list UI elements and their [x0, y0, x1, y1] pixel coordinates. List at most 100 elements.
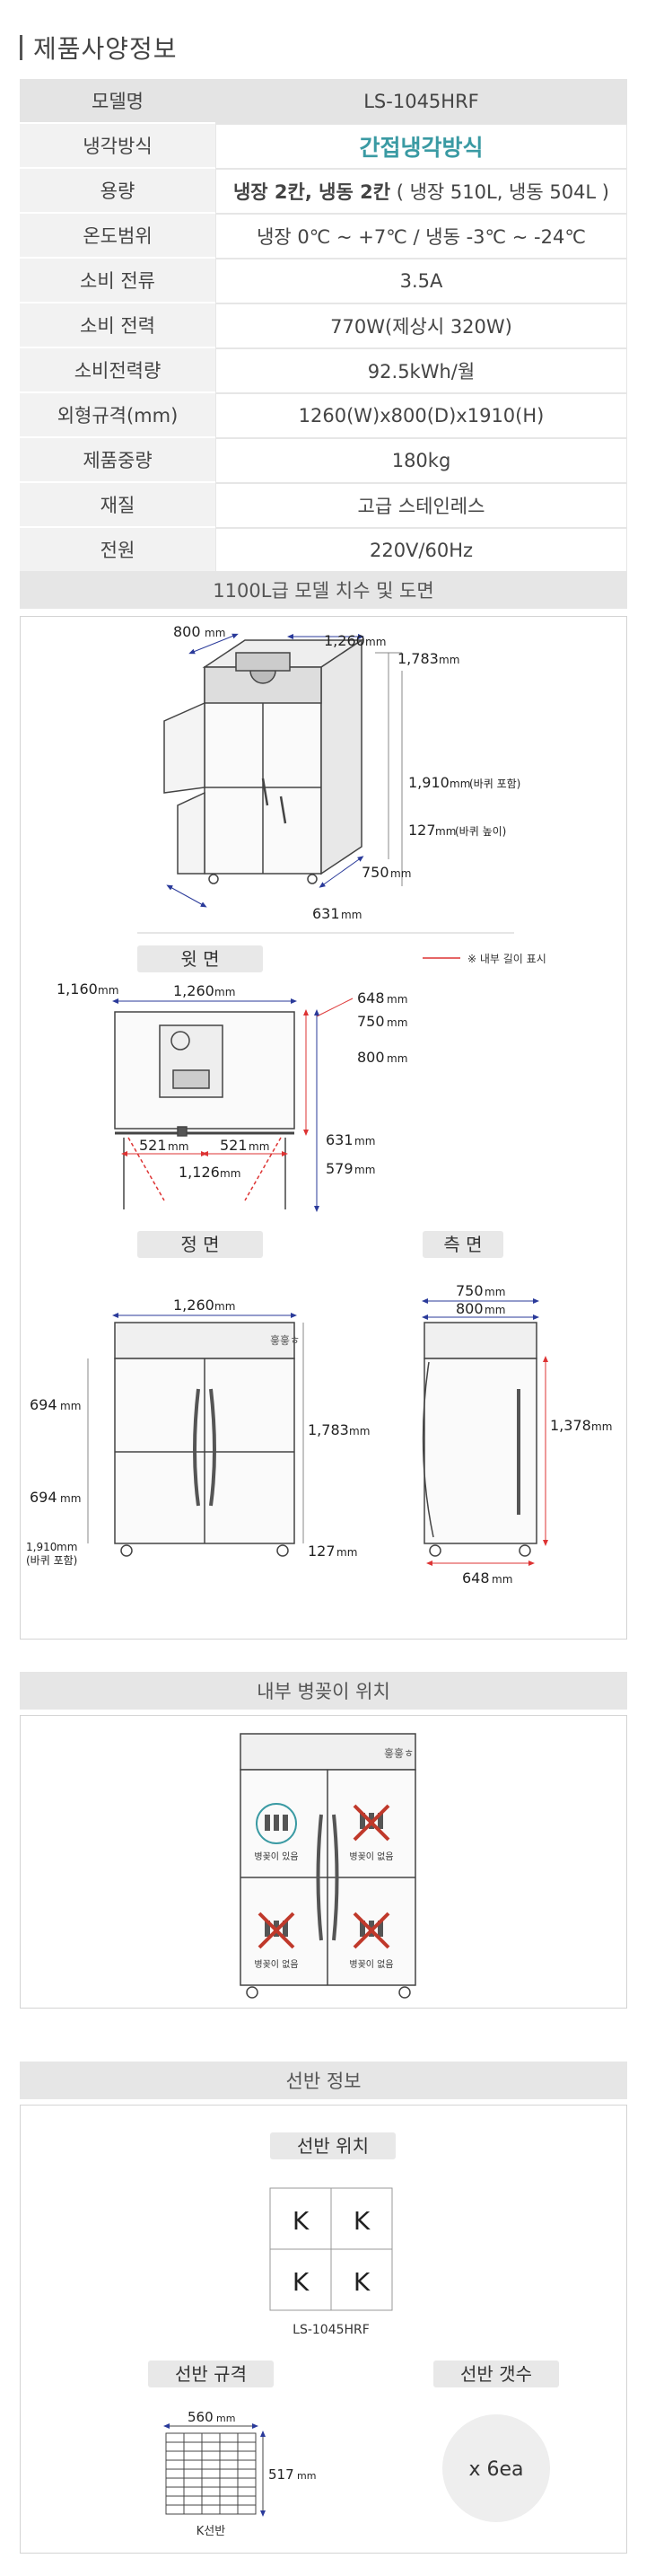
bottle-cell-3: 병꽂이 없음 [254, 1912, 299, 1970]
bottles-svg: 흫흫ㅎ 병꽂이 있음 병꽂이 없음 병꽂이 없음 병꽂이 없음 [240, 1733, 416, 1999]
svg-text:mm: mm [168, 1140, 188, 1153]
x-mark-icon [353, 1912, 390, 1949]
front-d1910-note: (바퀴 포함) [26, 1554, 77, 1567]
capacity-bold: 냉장 2칸, 냉동 2칸 [232, 181, 391, 203]
svg-text:mm: mm [390, 867, 411, 880]
shelf-model: LS-1045HRF [293, 2323, 370, 2337]
side-d648: 648 [462, 1569, 490, 1587]
bottle-icon [274, 1815, 279, 1831]
svg-text:mm: mm [249, 1140, 269, 1153]
svg-text:mm: mm [98, 984, 118, 997]
svg-text:mm: mm [485, 1286, 505, 1298]
svg-text:mm: mm [349, 1425, 370, 1437]
side-view-tab [423, 1231, 503, 1258]
shelf-position-tab [270, 2132, 396, 2159]
svg-text:mm: mm [297, 2470, 316, 2482]
svg-text:mm: mm [214, 1300, 235, 1313]
svg-text:mm: mm [57, 1541, 77, 1553]
bottle-icon [360, 1813, 365, 1829]
svg-text:mm: mm [387, 1016, 407, 1029]
iso-fridge [163, 638, 364, 884]
bottles-panel: 흫흫ㅎ 병꽂이 있음 병꽂이 없음 병꽂이 없음 병꽂이 없음 [20, 1715, 627, 2009]
header-bar [20, 35, 22, 60]
svg-text:mm: mm [336, 1546, 357, 1559]
svg-text:(바퀴 높이): (바퀴 높이) [455, 825, 506, 838]
svg-text:mm: mm [365, 636, 386, 648]
front-logo: 흫흫ㅎ [270, 1334, 300, 1347]
side-d800: 800 [456, 1300, 484, 1317]
svg-text:mm: mm [60, 1400, 81, 1412]
svg-text:mm: mm [485, 1304, 505, 1316]
front-view-label: 정 면 [180, 1234, 219, 1255]
front-d1910: 1,910 [26, 1541, 57, 1553]
bottle-icon [265, 1815, 270, 1831]
shelf-svg: 선반 위치 K K K K LS-1045HRF 선반 규격 선반 갯수 560… [148, 2132, 559, 2538]
bottle-icon [283, 1815, 288, 1831]
bottle-icon [378, 1921, 383, 1937]
shelf-cell-2: K [354, 2206, 371, 2236]
svg-text:mm: mm [435, 825, 456, 838]
shelf-position-label: 선반 위치 [297, 2135, 369, 2157]
bottle-icon [378, 1813, 383, 1829]
x-mark-icon [353, 1804, 390, 1842]
iso-d1260: 1,260 [324, 632, 365, 649]
drawing-title: 1100L급 모델 치수 및 도면 [20, 571, 627, 609]
shelf-panel: 선반 위치 K K K K LS-1045HRF 선반 규격 선반 갯수 560… [20, 2105, 627, 2554]
front-d694a: 694 [30, 1396, 57, 1413]
svg-text:mm: mm [354, 1135, 375, 1147]
top-view-drawing [114, 1011, 295, 1209]
spec-title: 제품사양정보 [33, 34, 178, 64]
top-d750: 750 [357, 1013, 385, 1030]
top-d1260: 1,260 [173, 982, 214, 999]
top-d579: 579 [326, 1160, 354, 1177]
x-mark-icon [258, 1912, 295, 1949]
shelf-cell-4: K [354, 2267, 371, 2297]
shelf-cell-1: K [293, 2206, 310, 2236]
shelf-grid: K K K K [269, 2187, 393, 2311]
top-d1160: 1,160 [57, 980, 98, 998]
svg-text:mm: mm [450, 778, 470, 790]
svg-text:mm: mm [492, 1573, 512, 1586]
top-d521b: 521 [220, 1137, 248, 1154]
bottle-icon [265, 1921, 270, 1937]
shelf-count-tab [433, 2361, 559, 2387]
shelf-name: K선반 [196, 2525, 225, 2538]
side-d750: 750 [456, 1282, 484, 1299]
bottles-title: 내부 병꽂이 위치 [20, 1672, 627, 1710]
svg-text:mm: mm [214, 986, 235, 998]
front-d127: 127 [308, 1543, 336, 1560]
bottle-fridge [240, 1733, 416, 1999]
shelf-height: 517 [268, 2466, 294, 2483]
top-d648: 648 [357, 989, 385, 1007]
svg-text:mm: mm [387, 993, 407, 1006]
shelf-width: 560 [188, 2409, 214, 2425]
svg-text:(바퀴 포함): (바퀴 포함) [469, 778, 520, 790]
bottle-cell-1-label: 병꽂이 있음 [254, 1851, 298, 1862]
svg-text:mm: mm [439, 654, 459, 666]
bottle-fridge-logo: 흫흫ㅎ [384, 1747, 414, 1760]
top-view-label: 윗 면 [180, 948, 219, 970]
side-d1378: 1,378 [550, 1417, 591, 1434]
svg-text:mm: mm [60, 1492, 81, 1505]
bottle-icon [283, 1921, 288, 1937]
shelf-count: x 6ea [468, 2458, 523, 2481]
svg-text:mm: mm [216, 2413, 235, 2424]
bottle-cell-4: 병꽂이 없음 [349, 1912, 394, 1970]
front-view-drawing [114, 1322, 295, 1557]
bottle-icon [360, 1921, 365, 1937]
top-d631: 631 [326, 1131, 354, 1148]
top-d800: 800 [357, 1049, 385, 1066]
side-view-drawing [422, 1322, 537, 1557]
iso-d750: 750 [362, 864, 389, 881]
side-view-label: 측 면 [443, 1234, 482, 1255]
